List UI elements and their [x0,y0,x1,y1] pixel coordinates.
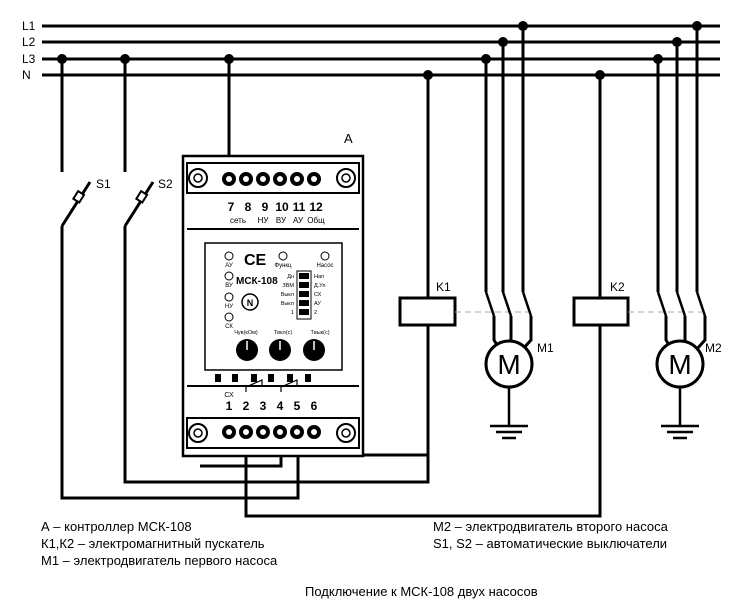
svg-text:СХ: СХ [314,292,322,298]
motor-m1-label: M1 [537,341,554,355]
svg-text:Общ: Общ [307,216,325,225]
svg-text:Выкл: Выкл [281,301,294,307]
svg-text:АУ: АУ [293,216,304,225]
svg-text:1: 1 [291,310,294,316]
legend-item: М1 – электродвигатель первого насоса [41,553,278,568]
svg-text:НУ: НУ [225,304,233,310]
svg-text:M: M [668,349,691,380]
motor-m2-label: M2 [705,341,722,355]
switch-s2-blade [123,181,155,227]
bus-label-n: N [22,68,31,82]
svg-text:Д.Уп: Д.Уп [314,283,325,289]
svg-text:СК: СК [225,324,233,330]
svg-text:ЗВМ: ЗВМ [282,283,294,289]
svg-text:Дн: Дн [287,274,294,280]
svg-text:Чув(кОм): Чув(кОм) [234,330,258,336]
bus-label-l2: L2 [22,35,36,49]
controller-msk108: A 7 8 9 10 11 12 сеть НУ ВУ АУ [181,131,365,458]
legend-item: S1, S2 – автоматические выключатели [433,536,668,551]
contactor-k1-label: K1 [436,280,451,294]
svg-text:4: 4 [277,399,284,413]
svg-text:АУ: АУ [225,263,233,269]
svg-text:8: 8 [245,200,252,214]
svg-text:12: 12 [309,200,323,214]
diagram-caption: Подключение к МСК-108 двух насосов [305,584,538,599]
svg-text:5: 5 [294,399,301,413]
legend-item: К1,К2 – электромагнитный пускатель [41,536,265,551]
svg-text:Tвык(с): Tвык(с) [310,330,329,336]
svg-text:СХ: СХ [224,392,234,399]
svg-text:9: 9 [262,200,269,214]
svg-text:МСК-108: МСК-108 [236,276,278,287]
bus-label-l1: L1 [22,19,36,33]
svg-text:11: 11 [293,200,306,214]
svg-text:Выкл: Выкл [281,292,294,298]
svg-text:7: 7 [228,200,235,214]
contactor-k1-coil [398,296,457,327]
controller-designator: A [344,131,353,146]
bus-label-l3: L3 [22,52,36,66]
svg-text:CE: CE [244,252,267,269]
svg-text:N: N [247,298,254,308]
svg-text:Tвкл(с): Tвкл(с) [274,330,293,336]
svg-text:10: 10 [275,200,289,214]
switch-s1-latch [71,189,86,204]
legend-right: М2 – электродвигатель второго насоса S1,… [433,518,668,552]
svg-text:2: 2 [243,399,250,413]
svg-text:M: M [497,349,520,380]
svg-text:2: 2 [314,310,317,316]
svg-text:НУ: НУ [258,216,270,225]
svg-text:6: 6 [311,399,318,413]
svg-text:сеть: сеть [230,216,246,225]
switch-s1-label: S1 [96,177,111,191]
switch-s2-label: S2 [158,177,173,191]
svg-text:Насос: Насос [316,263,333,269]
svg-text:АУ: АУ [314,301,321,307]
svg-text:1: 1 [226,399,233,413]
legend-left: А – контроллер МСК-108 К1,К2 – электрома… [41,518,277,569]
switch-s2-latch [134,189,149,204]
contactor-k2-label: K2 [610,280,625,294]
svg-text:3: 3 [260,399,267,413]
svg-text:Функц: Функц [275,263,293,269]
svg-text:ВУ: ВУ [276,216,287,225]
contactor-k2-coil [572,296,630,327]
legend-item: А – контроллер МСК-108 [41,519,192,534]
switch-s1-blade [60,181,92,227]
svg-text:ВУ: ВУ [225,283,233,289]
svg-text:Нап: Нап [314,274,324,280]
legend-item: М2 – электродвигатель второго насоса [433,519,668,534]
